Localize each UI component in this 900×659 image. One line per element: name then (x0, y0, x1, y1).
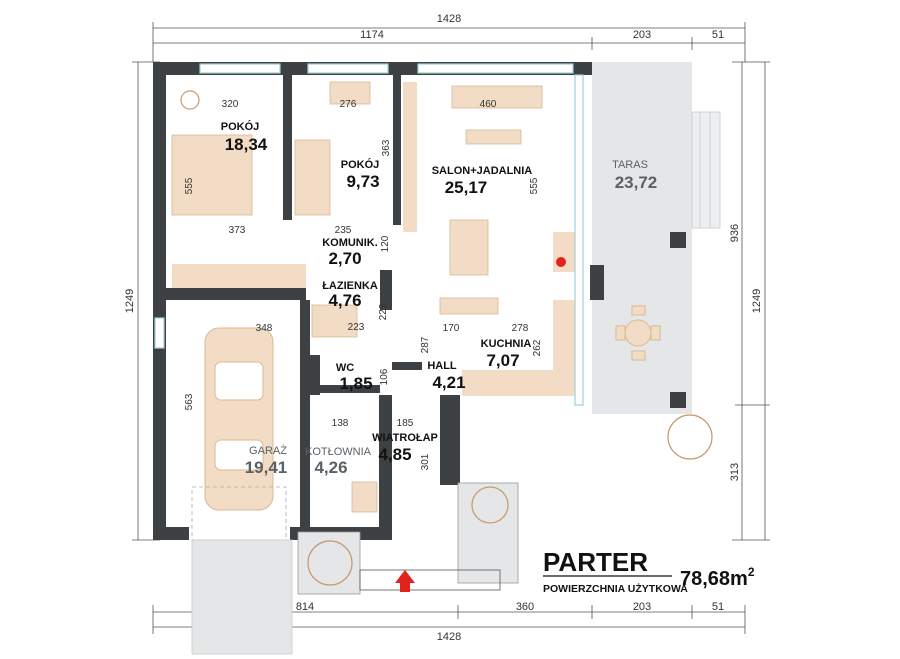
dim-bottom-a: 814 (296, 601, 314, 613)
room-area: 9,73 (346, 172, 379, 191)
room-area: 18,34 (225, 135, 268, 154)
room-name: WC (336, 362, 354, 374)
room-area: 1,85 (339, 374, 372, 393)
room-area: 7,07 (486, 351, 519, 370)
room-lazienka: ŁAZIENKA 4,76 (322, 280, 378, 310)
dim-top-c: 51 (712, 29, 724, 41)
dim-top-total: 1428 (437, 13, 461, 25)
room-labels: POKÓJ 18,34 POKÓJ 9,73 SALON+JADALNIA 25… (221, 120, 658, 477)
inner-dim: 185 (397, 418, 414, 429)
inner-dim: 301 (420, 453, 431, 470)
inner-dim: 287 (420, 336, 431, 353)
inner-dim: 278 (512, 323, 529, 334)
room-area: 4,26 (314, 458, 347, 477)
floor-title: PARTER (543, 547, 648, 577)
room-name: GARAŻ (249, 444, 287, 457)
room-name: TARAS (612, 159, 648, 171)
room-pokoj-1: POKÓJ 18,34 (221, 120, 268, 154)
room-name: SALON+JADALNIA (432, 165, 533, 177)
floor-accents (172, 82, 577, 396)
windows (154, 63, 584, 406)
floor-subtitle: POWIERZCHNIA UŻYTKOWA (543, 582, 688, 595)
car-icon (204, 327, 274, 511)
room-name: WIATROŁAP (372, 432, 438, 444)
room-area: 2,70 (328, 249, 361, 268)
room-kuchnia: KUCHNIA 7,07 (481, 338, 532, 370)
room-name: ŁAZIENKA (322, 280, 378, 292)
room-area: 23,72 (615, 173, 658, 192)
room-name: KOTŁOWNIA (305, 446, 372, 458)
room-name: POKÓJ (221, 120, 260, 133)
total-area: 78,68m2 (680, 565, 755, 590)
room-name: KUCHNIA (481, 338, 532, 350)
inner-dim: 262 (532, 339, 543, 356)
inner-dim: 555 (184, 177, 195, 194)
plant-icon (180, 90, 713, 586)
terrace (592, 62, 721, 414)
furniture (171, 81, 543, 513)
inner-dim: 276 (340, 99, 357, 110)
boiler-icon (351, 481, 378, 513)
garage-apron (191, 486, 293, 655)
dim-right-a: 936 (729, 224, 741, 242)
room-name: HALL (427, 360, 457, 372)
dim-bottom-b: 360 (516, 601, 534, 613)
coffee-table-icon (465, 129, 522, 145)
entry-arrow-icon (395, 570, 415, 592)
inner-dim: 235 (335, 225, 352, 236)
bathtub-icon (311, 304, 358, 338)
room-name: POKÓJ (341, 158, 380, 171)
room-area: 4,85 (378, 445, 411, 464)
dim-right-b: 313 (729, 463, 741, 481)
inner-dim: 460 (480, 99, 497, 110)
inner-dim: 363 (381, 139, 392, 156)
inner-dim: 223 (378, 303, 389, 320)
dimension-labels: 1428 1174 203 51 814 360 203 51 1428 124… (124, 13, 763, 643)
inner-dim: 106 (379, 368, 390, 385)
room-area: 19,41 (245, 458, 288, 477)
armchair-icon (329, 81, 371, 105)
room-komunik: KOMUNIK. 2,70 (322, 237, 378, 268)
inner-dim: 555 (529, 177, 540, 194)
dim-bottom-d: 51 (712, 601, 724, 613)
room-kotlownia: KOTŁOWNIA 4,26 (305, 446, 372, 477)
fireplace-icon (556, 257, 604, 300)
sofa-icon (451, 85, 543, 109)
room-salon: SALON+JADALNIA 25,17 (432, 165, 533, 197)
room-area: 4,76 (328, 291, 361, 310)
inner-dim: 348 (256, 323, 273, 334)
kitchen-counter-icon (439, 297, 499, 315)
bed-icon (171, 134, 253, 216)
bed-small-icon (294, 139, 331, 216)
dim-left-total: 1249 (124, 289, 136, 313)
dim-top-a: 1174 (360, 29, 384, 41)
dim-bottom-total: 1428 (437, 631, 461, 643)
dim-bottom-c: 203 (633, 601, 651, 613)
terrace-table-icon (615, 305, 661, 361)
inner-dim: 120 (380, 235, 391, 252)
room-area: 4,21 (432, 373, 465, 392)
inner-dim: 320 (222, 99, 239, 110)
room-garaz: GARAŻ 19,41 (245, 444, 288, 477)
inner-dimension-labels: 320 276 460 555 363 555 373 235 120 348 … (184, 99, 543, 470)
inner-dim: 170 (443, 323, 460, 334)
inner-dim: 563 (184, 393, 195, 410)
room-hall: HALL 4,21 (427, 360, 465, 392)
inner-dim: 138 (332, 418, 349, 429)
room-wc: WC 1,85 (336, 362, 373, 393)
room-area: 25,17 (445, 178, 488, 197)
room-name: KOMUNIK. (322, 237, 378, 249)
room-pokoj-2: POKÓJ 9,73 (341, 158, 380, 191)
dim-top-b: 203 (633, 29, 651, 41)
room-taras: TARAS 23,72 (612, 159, 657, 192)
inner-dim: 223 (348, 322, 365, 333)
dim-right-total: 1249 (751, 289, 763, 313)
legend: PARTER POWIERZCHNIA UŻYTKOWA 78,68m2 (543, 547, 755, 595)
room-wiatrolap: WIATROŁAP 4,85 (372, 432, 438, 464)
inner-dim: 373 (229, 225, 246, 236)
dining-table-icon (449, 219, 489, 276)
